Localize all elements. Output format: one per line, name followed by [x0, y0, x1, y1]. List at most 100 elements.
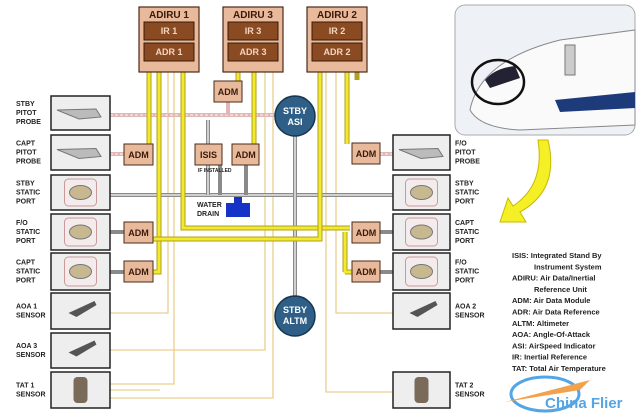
legend-entry: Reference Unit [534, 285, 587, 294]
sensor-left-3: F/O STATIC PORT [16, 213, 111, 251]
adr-label: ADR 2 [323, 47, 350, 57]
adm-fo-pitot: ADM [351, 142, 381, 165]
sensor-label: PROBE [16, 119, 41, 126]
sensor-label: PORT [16, 199, 36, 206]
aoa-vane-icon [409, 301, 438, 317]
legend-entry: ADR: Air Data Reference [512, 308, 600, 317]
sensor-label: SENSOR [455, 313, 485, 320]
stby-altm: STBY ALTM [274, 295, 316, 337]
adiru-3: ADIRU 3 IR 3 ADR 3 [222, 6, 284, 73]
sensor-label: STATIC [16, 190, 40, 197]
legend-entry: AOA: Angle-Of-Attack [512, 330, 591, 339]
static-port-icon [69, 264, 92, 279]
sensor-label: CAPT [16, 141, 36, 148]
adm-standby: ADM [213, 80, 243, 103]
static-port-icon [410, 224, 433, 240]
watermark-text: China Flier [545, 395, 623, 412]
sensor-left-7: TAT 1 SENSOR [16, 371, 111, 409]
sensor-label: TAT 2 [455, 383, 474, 390]
static-port-icon [410, 264, 433, 279]
tat-probe-icon [414, 377, 429, 403]
legend: ISIS: Integrated Stand By Instrument Syst… [512, 251, 606, 373]
sensor-right-1: STBY STATIC PORT [392, 174, 479, 211]
pitot-probe-icon [56, 147, 102, 160]
adiru-title: ADIRU 1 [149, 10, 189, 21]
legend-entry: ALTM: Altimeter [512, 319, 569, 328]
adm-center: ADM [231, 143, 260, 166]
sensor-label: PORT [455, 278, 475, 285]
adm-label: ADM [356, 149, 377, 159]
sensor-label: STATIC [16, 229, 40, 236]
aircraft-nose-image [454, 4, 636, 136]
adm-capt-pitot: ADM [123, 143, 154, 166]
asi-label-1: STBY [283, 106, 307, 116]
ir-label: IR 3 [245, 26, 262, 36]
isis-label: ISIS [200, 150, 217, 160]
sensor-left-2: STBY STATIC PORT [16, 174, 111, 211]
sensor-label: PITOT [16, 110, 37, 117]
adiru-title: ADIRU 2 [317, 10, 357, 21]
sensor-label: STATIC [16, 269, 40, 276]
sensor-label: F/O [455, 260, 467, 267]
pitot-probe-icon [56, 108, 102, 120]
sensor-label: F/O [16, 220, 28, 227]
legend-entry: Instrument System [534, 262, 602, 271]
sensor-left-4: CAPT STATIC PORT [16, 252, 111, 291]
adm-label: ADM [218, 87, 239, 97]
water-drain: WATER DRAIN [197, 197, 250, 218]
sensor-label: PORT [16, 278, 36, 285]
altm-label-2: ALTM [283, 316, 307, 326]
adm-label: ADM [356, 267, 377, 277]
static-port-icon [410, 185, 433, 200]
altm-label-1: STBY [283, 305, 307, 315]
sensor-right-0: F/O PITOT PROBE [392, 134, 480, 171]
legend-entry: ISIS: Integrated Stand By [512, 251, 602, 260]
sensor-label: SENSOR [455, 392, 485, 399]
sensor-label: PORT [455, 199, 475, 206]
sensor-label: STBY [16, 181, 35, 188]
sensor-label: F/O [455, 141, 467, 148]
sensor-label: STBY [455, 181, 474, 188]
static-port-icon [69, 224, 92, 240]
tat-probe-icon [73, 377, 88, 403]
static-port-icon [69, 185, 92, 200]
sensor-label: SENSOR [16, 392, 46, 399]
sensor-label: PROBE [455, 159, 480, 166]
callout-arrow [499, 139, 552, 223]
watermark-logo: China Flier [505, 375, 623, 413]
sensor-left-6: AOA 3 SENSOR [16, 332, 111, 369]
adm-label: ADM [356, 228, 377, 238]
pitot-probe-icon [398, 147, 444, 160]
legend-entry: TAT: Total Air Temperature [512, 364, 606, 373]
adm-left-static-2: ADM [123, 260, 154, 283]
sensor-label: SENSOR [16, 313, 46, 320]
sensor-label: PORT [455, 238, 475, 245]
sensor-label: PORT [16, 238, 36, 245]
legend-entry: IR: Inertial Reference [512, 353, 587, 362]
sensor-wires [110, 65, 393, 399]
sensor-label: CAPT [455, 220, 475, 227]
sensor-right-4: AOA 2 SENSOR [392, 292, 485, 330]
sensor-label: PITOT [455, 150, 476, 157]
if-installed-note: IF INSTALLED [198, 168, 232, 174]
water-label: WATER [197, 202, 222, 209]
adiru-title: ADIRU 3 [233, 10, 273, 21]
sensor-label: TAT 1 [16, 383, 35, 390]
adm-label: ADM [235, 150, 256, 160]
sensor-label: SENSOR [16, 352, 46, 359]
sensor-label: AOA 2 [455, 304, 476, 311]
adiru-2: ADIRU 2 IR 2 ADR 2 [306, 6, 368, 73]
aoa-vane-icon [68, 301, 97, 317]
adm-right-static-1: ADM [351, 221, 381, 244]
ir-label: IR 1 [161, 26, 178, 36]
adm-label: ADM [128, 228, 149, 238]
left-sensors: STBYPITOTPROBECAPTPITOTPROBESTBYSTATICPO… [16, 95, 111, 409]
sensor-label: PROBE [16, 159, 41, 166]
sensor-label: AOA 3 [16, 343, 37, 350]
sensor-label: STATIC [455, 190, 479, 197]
sensor-label: CAPT [16, 260, 36, 267]
asi-label-2: ASI [287, 117, 302, 127]
right-sensors: F/OPITOTPROBESTBYSTATICPORTCAPTSTATICPOR… [392, 134, 485, 409]
